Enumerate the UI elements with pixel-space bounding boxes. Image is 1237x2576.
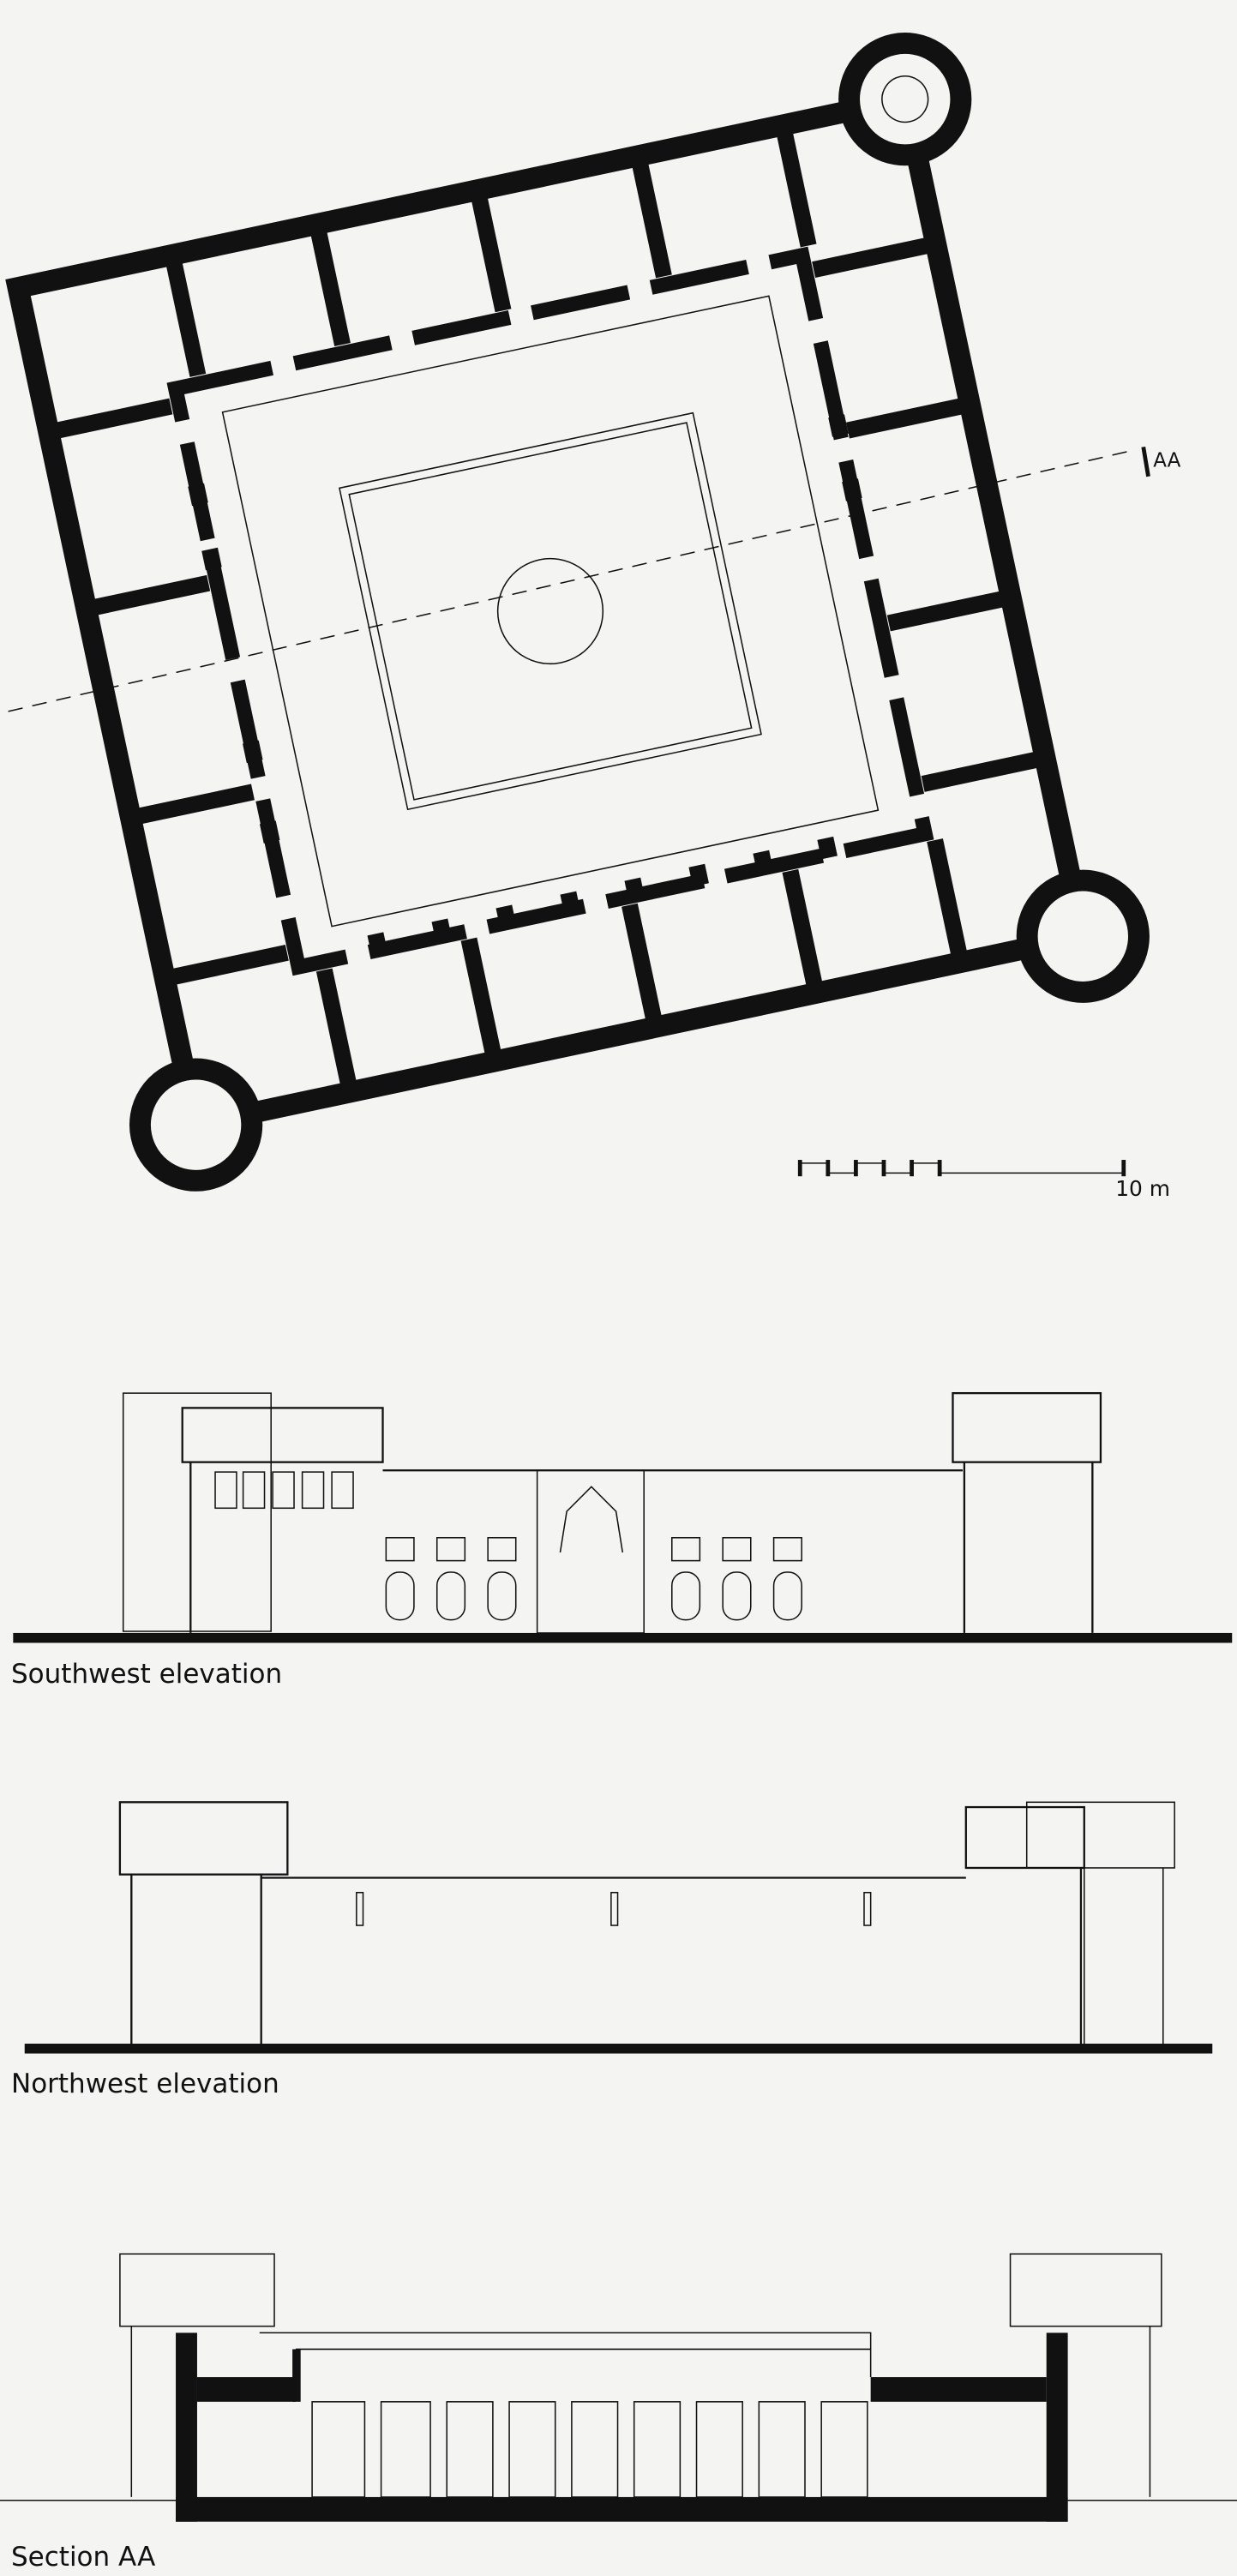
drawing-title-section-aa: Section AA xyxy=(11,2542,156,2573)
inner-courtyard-wall xyxy=(166,246,934,976)
corner-towers xyxy=(129,33,1150,1192)
southwest-elevation xyxy=(13,1391,1233,1643)
outer-wall xyxy=(5,86,1096,1138)
central-fountain xyxy=(496,557,604,665)
tower-north xyxy=(838,33,972,166)
tower-staircase xyxy=(881,75,929,123)
drawing-title-northwest-elevation: Northwest elevation xyxy=(11,2069,279,2099)
central-platform-inner xyxy=(348,422,753,801)
section-marker-label: AA xyxy=(1153,449,1180,471)
arched-windows xyxy=(385,1537,802,1621)
scale-bar xyxy=(797,1160,1126,1177)
portal xyxy=(536,1469,645,1634)
courtyard-arcade-line xyxy=(221,295,880,928)
ground-line xyxy=(13,1632,1233,1643)
section-cut-walls xyxy=(176,2333,1068,2522)
drawing-title-southwest-elevation: Southwest elevation xyxy=(11,1659,283,1690)
scale-bar-label: 10 m xyxy=(1115,1176,1170,1201)
courtyard-piers xyxy=(188,414,862,955)
section-line-aa xyxy=(8,449,1134,712)
room-partitions xyxy=(46,123,1048,1093)
section-marker-tick xyxy=(1141,446,1150,477)
arcade-bays xyxy=(311,2401,868,2498)
tower-south xyxy=(129,1058,263,1192)
ground-line xyxy=(24,2044,1213,2054)
central-platform xyxy=(339,411,762,811)
floor-plan xyxy=(5,33,1150,1192)
tower-east xyxy=(1016,869,1150,1003)
northwest-elevation xyxy=(24,1801,1213,2054)
section-aa xyxy=(0,2253,1237,2522)
upper-windows xyxy=(214,1471,354,1510)
